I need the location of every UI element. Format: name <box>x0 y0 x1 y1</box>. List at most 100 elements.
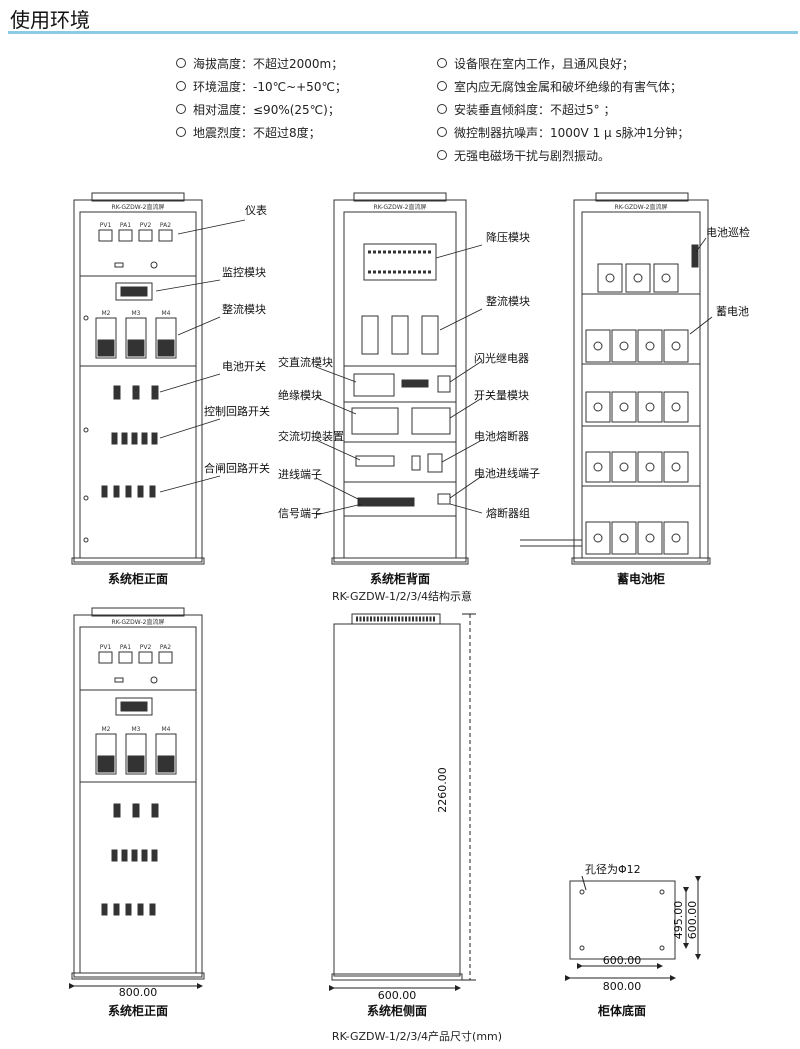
caption-front2: 系统柜正面 <box>108 1003 168 1018</box>
monitor-screen <box>120 701 148 712</box>
label-battery-terminal: 电池进线端子 <box>474 466 540 480</box>
module-panel <box>157 755 175 773</box>
leader-line <box>315 503 363 516</box>
leader-line <box>315 477 361 501</box>
mount-hole-icon <box>659 945 665 951</box>
label-acdc: 交直流模块 <box>278 355 333 369</box>
battery-cell <box>585 391 611 423</box>
leader-line <box>155 279 221 292</box>
dim-front-width: 800.00 <box>119 986 158 999</box>
hinge-icon <box>83 537 89 543</box>
side-text: 2260.00 600.00 系统柜侧面 RK-GZDW-1/2/3/4产品尺寸… <box>332 767 502 1043</box>
battery-cell <box>585 521 611 555</box>
battery-terminal-icon <box>645 462 655 472</box>
circle-bullet-icon <box>176 104 186 114</box>
monitor-module-box <box>115 697 153 716</box>
dim-bottom-h-inner: 495.00 <box>672 901 685 940</box>
breaker-icon <box>151 849 158 862</box>
meter-box <box>158 229 173 242</box>
circle-bullet-icon <box>437 81 447 91</box>
label-signal-terminal: 信号端子 <box>278 507 322 520</box>
breaker-icon <box>132 385 140 400</box>
battery-cell <box>663 451 689 483</box>
cabinet-body <box>73 614 203 978</box>
leader-line <box>435 244 483 259</box>
label-fuse-group: 熔断器组 <box>486 506 530 520</box>
acdc-module <box>353 373 395 397</box>
module-label: M4 <box>162 726 171 733</box>
leader-line <box>695 237 707 253</box>
battery-cell <box>611 329 637 363</box>
indicator-icon <box>114 262 124 268</box>
battery-terminal-icon <box>645 402 655 412</box>
env-item: 室内应无腐蚀金属和破坏绝缘的有害气体； <box>437 76 689 99</box>
battery-terminal-icon <box>593 402 603 412</box>
meter-box <box>98 229 113 242</box>
label-battery-switch: 电池开关 <box>222 359 266 373</box>
section-title: 使用环境 <box>10 8 90 32</box>
battery-rows <box>585 263 689 555</box>
leader-line <box>159 373 221 393</box>
caption-battery-cabinet: 蓄电池柜 <box>617 571 665 586</box>
battery-cell <box>637 521 663 555</box>
cabinet-nameplate: RK-GZDW-2直流屏 <box>374 203 427 211</box>
side-cabinet <box>329 613 476 991</box>
flash-relay <box>437 375 451 393</box>
bottom-text: 孔径为Φ12 600.00 800.00 495.00 600.00 柜体底面 <box>585 863 699 1018</box>
breaker-icon <box>131 849 138 862</box>
meter-label: PA2 <box>160 644 171 651</box>
breaker-icon <box>101 485 108 498</box>
front-cabinet-text: RK-GZDW-2直流屏 PV1 PA1 PV2 PA2 M2 M3 M4 <box>100 203 172 317</box>
leader-line <box>689 316 713 335</box>
dim-side-depth: 600.00 <box>378 989 417 1002</box>
dim-height: 2260.00 <box>436 767 449 813</box>
meter-box <box>138 651 153 664</box>
breaker-icon <box>113 385 121 400</box>
battery-terminal-icon <box>619 533 629 543</box>
cabinet-nameplate: RK-GZDW-2直流屏 <box>112 618 165 626</box>
environment-list-left: 海拔高度：不超过2000m； 环境温度：-10℃~+50℃； 相对温度：≤90%… <box>176 53 347 145</box>
battery-cell <box>637 391 663 423</box>
rectifier-module-back <box>391 315 409 355</box>
module-label: M2 <box>102 726 111 733</box>
label-control-switch: 控制回路开关 <box>204 404 270 418</box>
cabinet-top-cap <box>595 192 689 202</box>
battery-cell <box>625 263 651 293</box>
switch-module <box>411 407 451 435</box>
battery-cell <box>653 263 679 293</box>
meter-box <box>98 651 113 664</box>
env-item: 微控制器抗噪声：1000V 1 μ s脉冲1分钟； <box>437 122 689 145</box>
battery-cell <box>663 391 689 423</box>
cabinet-base <box>71 557 205 565</box>
battery-terminal-icon <box>671 341 681 351</box>
label-monitor: 监控模块 <box>222 265 266 279</box>
breaker-icon <box>111 432 118 445</box>
module-panel <box>97 755 115 773</box>
cabinet-base <box>331 973 463 981</box>
fuse-holder <box>411 455 421 471</box>
back-cabinet <box>331 192 469 565</box>
label-switch-module: 开关量模块 <box>474 388 529 402</box>
insulation-module <box>351 407 399 435</box>
front-cabinet-dim <box>69 607 205 989</box>
caption-back: 系统柜背面 <box>370 571 430 586</box>
battery-terminal-icon <box>593 533 603 543</box>
mount-hole-icon <box>659 889 665 895</box>
battery-cell <box>585 451 611 483</box>
knob-icon <box>150 676 158 684</box>
breaker-icon <box>113 903 120 916</box>
rectifier-module-box <box>95 733 117 775</box>
module-label: M3 <box>132 310 141 317</box>
meter-label: PV1 <box>100 644 112 651</box>
label-battery-fuse: 电池熔断器 <box>474 429 529 443</box>
cabinet-body <box>573 199 709 563</box>
leader-line <box>315 439 361 461</box>
battery-terminal-icon <box>645 533 655 543</box>
battery-cabinet <box>520 192 711 565</box>
module-label: M4 <box>162 310 171 317</box>
dim-bottom-w-outer: 800.00 <box>603 980 642 993</box>
leader-line <box>581 875 587 891</box>
label-stepdown: 降压模块 <box>486 230 530 244</box>
battery-terminal-icon <box>619 341 629 351</box>
meter-box <box>118 229 133 242</box>
